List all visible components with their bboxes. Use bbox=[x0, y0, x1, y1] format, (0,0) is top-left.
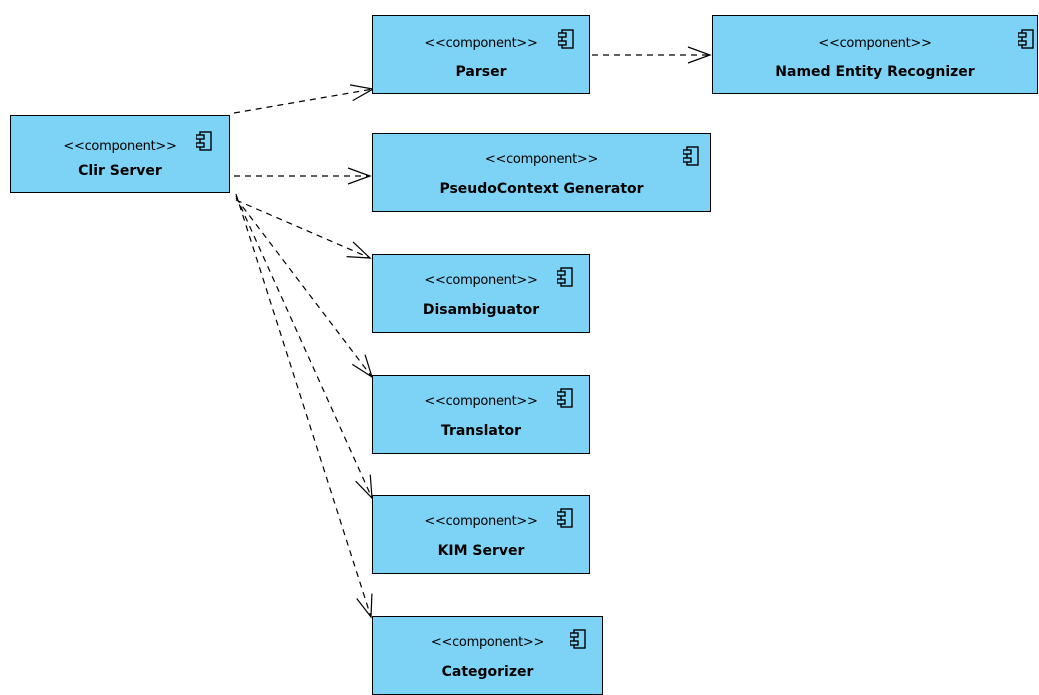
component-icon-shape bbox=[682, 146, 699, 166]
dependency-line-clir-parser bbox=[233, 88, 374, 114]
dependency-line-clir-kim bbox=[235, 195, 373, 499]
component-icon bbox=[557, 29, 574, 49]
component-icon bbox=[195, 131, 212, 151]
dependency-arrowhead-kim bbox=[355, 474, 373, 500]
component-kim-server[interactable]: <<component>> KIM Server bbox=[372, 495, 590, 574]
component-named-entity-recognizer[interactable]: <<component>> Named Entity Recognizer bbox=[712, 15, 1038, 94]
component-name: Categorizer bbox=[441, 664, 534, 680]
component-icon bbox=[682, 146, 699, 166]
component-parser[interactable]: <<component>> Parser bbox=[372, 15, 590, 94]
component-icon-shape bbox=[1017, 29, 1034, 49]
component-icon-shape bbox=[556, 388, 573, 408]
dependency-arrowhead-pseudo bbox=[347, 167, 372, 185]
component-icon-shape bbox=[569, 629, 586, 649]
component-pseudocontext-generator[interactable]: <<component>> PseudoContext Generator bbox=[372, 133, 711, 212]
component-icon bbox=[556, 267, 573, 287]
component-icon bbox=[556, 508, 573, 528]
component-name: Parser bbox=[455, 64, 507, 80]
component-icon bbox=[556, 388, 573, 408]
stereotype-label: <<component>> bbox=[430, 635, 545, 650]
stereotype-label: <<component>> bbox=[424, 514, 538, 529]
component-clir-server[interactable]: <<component>> Clir Server bbox=[10, 115, 230, 193]
stereotype-label: <<component>> bbox=[484, 152, 599, 167]
component-icon bbox=[569, 629, 586, 649]
dependency-line-clir-categorizer bbox=[235, 193, 372, 618]
stereotype-label: <<component>> bbox=[424, 394, 538, 409]
dependency-line-clir-translator bbox=[235, 197, 373, 378]
component-name: Translator bbox=[440, 423, 522, 439]
dependency-arrowhead-categorizer bbox=[356, 593, 373, 619]
component-icon-shape bbox=[556, 508, 573, 528]
component-icon bbox=[1017, 29, 1034, 49]
stereotype-label: <<component>> bbox=[424, 273, 538, 288]
dependency-arrowhead-ner bbox=[687, 46, 712, 64]
component-icon-shape bbox=[557, 29, 574, 49]
stereotype-label: <<component>> bbox=[818, 36, 932, 51]
component-categorizer[interactable]: <<component>> Categorizer bbox=[372, 616, 603, 695]
component-name: PseudoContext Generator bbox=[439, 181, 644, 197]
component-disambiguator[interactable]: <<component>> Disambiguator bbox=[372, 254, 590, 333]
component-translator[interactable]: <<component>> Translator bbox=[372, 375, 590, 454]
component-icon-shape bbox=[195, 131, 212, 151]
dependency-line-clir-disamb bbox=[235, 199, 371, 259]
dependency-arrowhead-disamb bbox=[346, 241, 372, 259]
stereotype-label: <<component>> bbox=[63, 139, 177, 154]
component-name: Disambiguator bbox=[422, 302, 540, 318]
component-name: KIM Server bbox=[437, 543, 525, 559]
stereotype-label: <<component>> bbox=[424, 36, 538, 51]
component-name: Clir Server bbox=[78, 163, 162, 179]
component-name: Named Entity Recognizer bbox=[775, 64, 975, 80]
component-icon-shape bbox=[556, 267, 573, 287]
